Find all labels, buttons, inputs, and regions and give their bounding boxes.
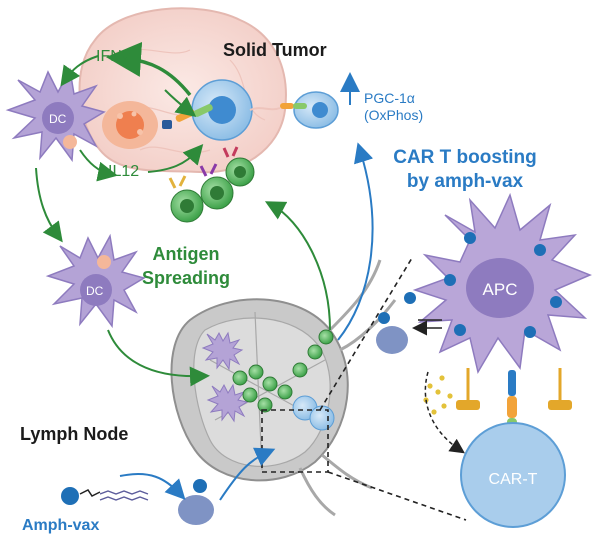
zoom-line-top — [319, 257, 413, 411]
dendritic-cell-bottom — [45, 233, 146, 329]
amph-vax-molecule-left — [61, 487, 149, 505]
label-pgc-line2: (OxPhos) — [364, 107, 423, 123]
label-solid-tumor: Solid Tumor — [223, 40, 327, 60]
label-antigen-line2: Spreading — [142, 268, 230, 288]
blue-arrows — [119, 72, 374, 501]
label-lymph-node: Lymph Node — [20, 424, 128, 444]
label-antigen-line1: Antigen — [153, 244, 220, 264]
dendritic-cell-top — [5, 67, 106, 163]
label-ifn-gamma: IFNγ — [96, 48, 130, 65]
label-dc-1: DC — [49, 112, 67, 126]
albumin-complex-right — [376, 292, 442, 354]
label-apc: APC — [483, 280, 518, 299]
tumor-cell-cluster — [102, 101, 158, 149]
solid-tumor-mass — [78, 7, 287, 174]
apc-car-t-interaction — [423, 368, 572, 454]
label-car-t-boost-line2: by amph-vax — [407, 171, 524, 192]
label-pgc-line1: PGC-1α — [364, 90, 415, 106]
albumin-complex-bottom — [178, 479, 214, 525]
car-t-cell-large — [460, 422, 566, 528]
apc-cell — [412, 192, 592, 374]
tumor-t-cells — [168, 146, 255, 223]
label-amph-vax: Amph-vax — [22, 517, 99, 534]
label-car-t-boost-line1: CAR T boosting — [393, 147, 537, 168]
car-t-cell-exiting — [249, 91, 339, 129]
label-il12: IL12 — [108, 163, 139, 180]
label-car-t: CAR-T — [489, 471, 538, 488]
label-dc-2: DC — [86, 284, 104, 298]
zoom-line-bottom — [327, 471, 467, 521]
lymph-node — [170, 259, 397, 517]
green-arrows — [35, 41, 331, 387]
